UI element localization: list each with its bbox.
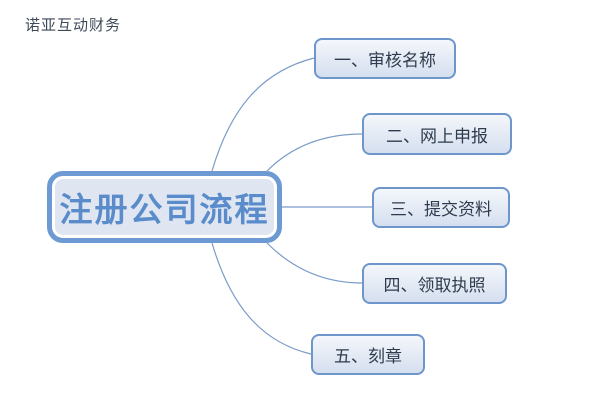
root-node-label: 注册公司流程 [59,191,270,228]
page-title: 诺亚互动财务 [25,17,122,34]
branch-node-review-name: 一、审核名称 [314,38,456,79]
branch-node-label: 二、网上申报 [386,126,488,146]
branch-node-submit-materials: 三、提交资料 [372,187,510,228]
branch-node-online-declaration: 二、网上申报 [362,113,512,155]
connector-branch-4 [266,242,363,284]
branch-node-label: 三、提交资料 [390,200,492,219]
root-node: 注册公司流程 [47,171,282,243]
branch-node-label: 五、刻章 [334,347,402,366]
branch-node-engrave-seal: 五、刻章 [311,334,425,375]
connector-branch-2 [266,133,363,172]
branch-node-receive-license: 四、领取执照 [362,263,507,304]
connector-branch-5 [211,242,312,355]
branch-node-label: 四、领取执照 [383,276,486,295]
branch-node-label: 一、审核名称 [334,51,436,70]
connector-branch-1 [211,57,315,172]
